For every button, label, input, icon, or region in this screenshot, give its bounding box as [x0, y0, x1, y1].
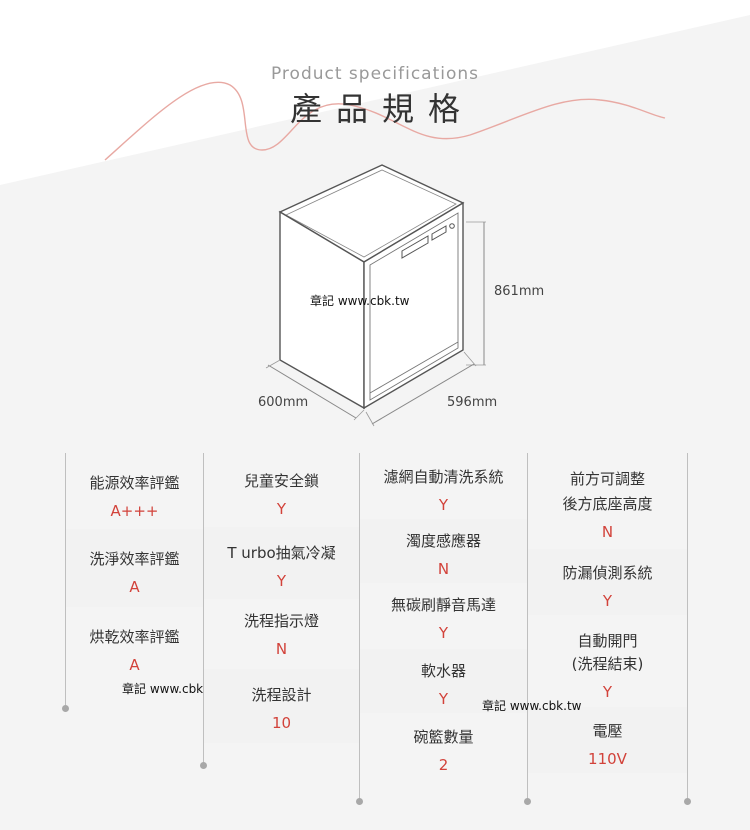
spec-label: 碗籃數量	[413, 728, 474, 746]
column-end-dot	[200, 762, 207, 769]
spec-value: A	[129, 656, 140, 674]
spec-energy-efficiency: 能源效率評鑑 A+++	[66, 453, 203, 529]
spec-label: 濁度感應器	[405, 532, 481, 550]
spec-value: N	[275, 640, 288, 658]
spec-value: Y	[276, 572, 287, 590]
column-end-dot	[524, 798, 531, 805]
spec-value: Y	[602, 683, 613, 701]
spec-adjustable-base-height: 前方可調整 後方底座高度 N	[528, 453, 687, 549]
depth-dimension-label: 600mm	[258, 395, 309, 410]
width-dimension-label: 596mm	[447, 395, 498, 410]
spec-label: 濾網自動清洗系統	[383, 468, 504, 486]
column-divider	[65, 453, 66, 705]
spec-wash-efficiency: 洗淨效率評鑑 A	[66, 529, 203, 607]
spec-filter-self-clean: 濾網自動清洗系統 Y	[360, 453, 527, 519]
spec-label: 自動開門	[577, 632, 638, 650]
column-divider	[687, 453, 688, 799]
column-divider	[359, 453, 360, 799]
watermark-diagram: 章記 www.cbk.tw	[310, 294, 410, 308]
column-divider	[527, 453, 528, 799]
spec-turbo-condensing: T urbo抽氣冷凝 Y	[204, 527, 359, 599]
decorative-curve	[104, 81, 666, 161]
spec-cycle-indicator: 洗程指示燈 N	[204, 599, 359, 669]
spec-child-lock: 兒童安全鎖 Y	[204, 453, 359, 527]
spec-label: 前方可調整	[569, 470, 645, 488]
spec-value: Y	[438, 690, 449, 708]
dishwasher-diagram	[265, 164, 486, 427]
spec-label: 電壓	[592, 722, 623, 740]
spec-value: N	[601, 523, 614, 541]
column-end-dot	[356, 798, 363, 805]
spec-value: Y	[438, 496, 449, 514]
spec-auto-door-open: 自動開門 (洗程結束) Y	[528, 615, 687, 707]
spec-value: Y	[438, 624, 449, 642]
spec-label: 洗淨效率評鑑	[89, 550, 180, 568]
spec-label: 烘乾效率評鑑	[89, 628, 180, 646]
spec-value: 2	[438, 756, 449, 774]
spec-turbidity-sensor: 濁度感應器 N	[360, 519, 527, 583]
spec-label: T urbo抽氣冷凝	[227, 544, 336, 562]
spec-brushless-motor: 無碳刷靜音馬達 Y	[360, 583, 527, 649]
header: Product specifications 產品規格	[0, 64, 750, 130]
spec-value: A	[129, 578, 140, 596]
spec-label-line2: 後方底座高度	[562, 495, 653, 513]
spec-label: 軟水器	[420, 662, 466, 680]
spec-label: 防漏偵測系統	[562, 564, 653, 582]
height-dimension-label: 861mm	[494, 284, 545, 299]
spec-value: 110V	[588, 750, 627, 768]
spec-basket-count: 碗籃數量 2	[360, 713, 527, 779]
spec-dry-efficiency: 烘乾效率評鑑 A	[66, 607, 203, 685]
spec-value: A+++	[110, 502, 159, 520]
spec-value: N	[437, 560, 450, 578]
spec-value: Y	[276, 500, 287, 518]
spec-label: 兒童安全鎖	[243, 472, 319, 490]
spec-leak-detection: 防漏偵測系統 Y	[528, 549, 687, 615]
spec-label-line2: (洗程結束)	[571, 655, 644, 673]
section-title: 產品規格	[289, 90, 474, 128]
spec-label: 洗程指示燈	[243, 612, 319, 630]
section-subtitle: Product specifications	[270, 64, 480, 84]
spec-label: 無碳刷靜音馬達	[390, 596, 496, 614]
spec-label: 能源效率評鑑	[89, 474, 180, 492]
spec-value: Y	[602, 592, 613, 610]
spec-voltage: 電壓 110V	[528, 707, 687, 773]
column-end-dot	[62, 705, 69, 712]
spec-label: 洗程設計	[251, 686, 312, 704]
watermark-table-left: 章記 www.cbk.tw	[122, 682, 222, 696]
column-end-dot	[684, 798, 691, 805]
spec-water-softener: 軟水器 Y	[360, 649, 527, 713]
spec-value: 10	[271, 714, 292, 732]
column-divider	[203, 453, 204, 763]
watermark-table-right: 章記 www.cbk.tw	[482, 699, 582, 713]
spec-wash-programs: 洗程設計 10	[204, 669, 359, 743]
